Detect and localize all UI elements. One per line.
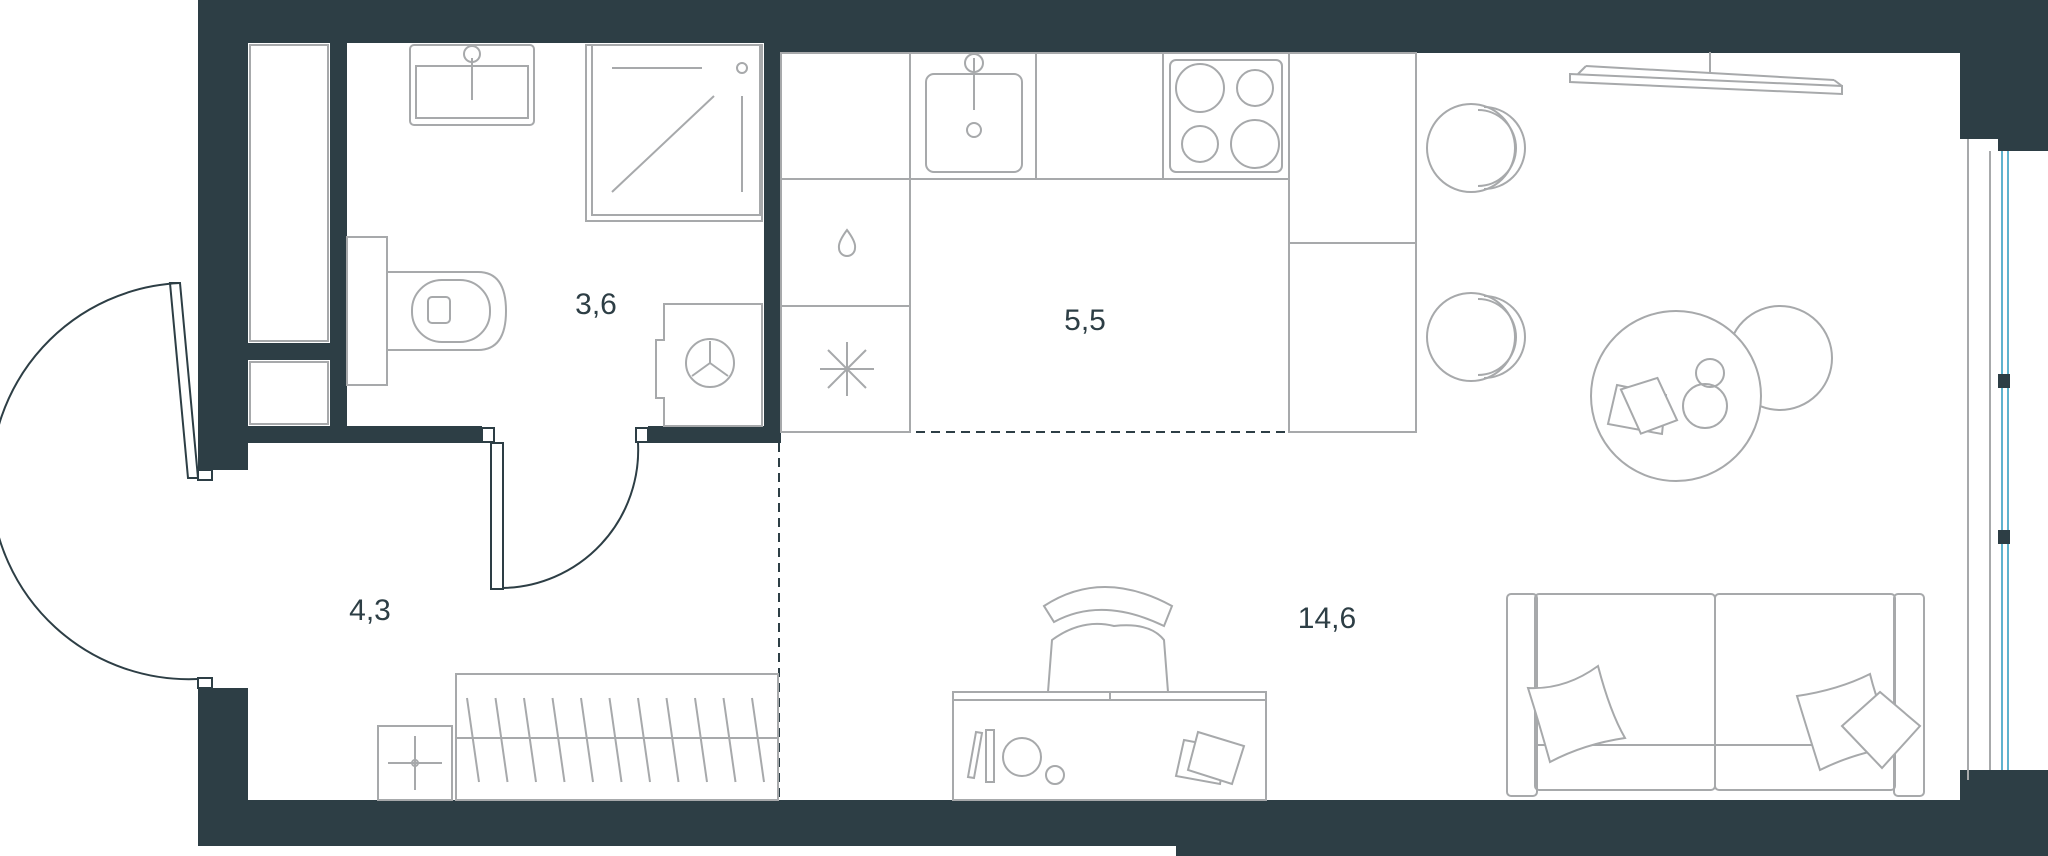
kitchen-counter bbox=[780, 52, 1417, 433]
hanger bbox=[722, 697, 737, 783]
zone-dividers bbox=[778, 53, 1417, 800]
hanger bbox=[551, 697, 566, 783]
wall-shelf-icon bbox=[1569, 52, 1843, 96]
water-drop-icon bbox=[837, 228, 857, 257]
window-icon bbox=[1967, 139, 2010, 780]
bathroom-area-label: 3,6 bbox=[575, 288, 617, 321]
wardrobe-icon bbox=[455, 673, 779, 801]
washing-machine-icon bbox=[655, 303, 763, 427]
round-table-icon bbox=[1590, 305, 1833, 482]
hanger bbox=[694, 697, 708, 783]
kitchen-area-label: 5,5 bbox=[1064, 304, 1106, 337]
hanger bbox=[523, 697, 537, 783]
desk-icon bbox=[952, 691, 1267, 801]
hanger bbox=[751, 697, 765, 783]
hanger bbox=[466, 697, 480, 783]
closet-shelves bbox=[249, 44, 329, 425]
hanger bbox=[637, 697, 651, 783]
toilet-icon bbox=[346, 236, 508, 386]
pillow-icon bbox=[1526, 664, 1922, 772]
hanger bbox=[494, 697, 509, 783]
chair-icon bbox=[1426, 103, 1526, 382]
cooktop-icon bbox=[1169, 59, 1283, 173]
sink-icon bbox=[409, 44, 535, 126]
shower-icon bbox=[585, 44, 763, 222]
hanger bbox=[665, 697, 680, 783]
hanger bbox=[608, 697, 623, 783]
walls bbox=[198, 0, 2048, 856]
hall-area-label: 4,3 bbox=[349, 594, 391, 627]
entrance-door-icon bbox=[0, 282, 213, 689]
ventilation-icon bbox=[820, 342, 874, 396]
shoe-cabinet-icon bbox=[377, 725, 453, 801]
living-area-label: 14,6 bbox=[1298, 602, 1356, 635]
hanger bbox=[580, 697, 594, 783]
bathroom-door-icon bbox=[481, 427, 649, 590]
kitchen-sink-icon bbox=[925, 53, 1023, 173]
desk-chair-icon bbox=[1042, 586, 1174, 693]
